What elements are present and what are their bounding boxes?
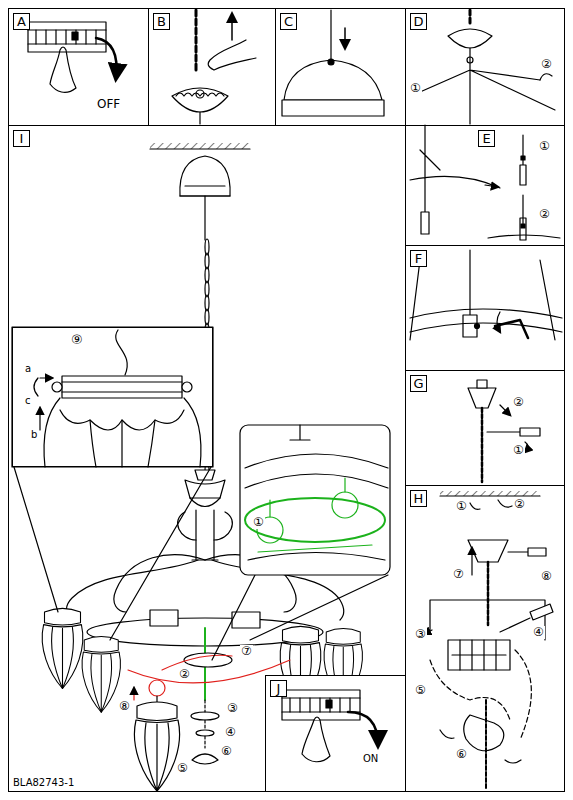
callout-number: ⑦ <box>240 645 253 658</box>
step-letter: J <box>270 680 287 697</box>
callout-number: ③ <box>226 702 239 715</box>
step-panel: A <box>8 8 149 126</box>
step-panel: J <box>265 675 406 792</box>
callout-number: ④ <box>532 626 545 639</box>
callout-number: ① <box>252 516 265 529</box>
label-text: c <box>24 394 32 407</box>
step-letter: G <box>410 375 427 392</box>
detail-inset: ⑨ <box>12 327 213 467</box>
step-letter: I <box>13 130 30 147</box>
callout-number: ⑦ <box>452 568 465 581</box>
step-panel: C <box>275 8 406 126</box>
callout-number: ⑥ <box>455 748 468 761</box>
step-letter: A <box>13 13 30 30</box>
callout-number: ① <box>538 140 551 153</box>
step-letter: ⑨ <box>69 332 85 347</box>
step-panel: B <box>148 8 276 126</box>
step-panel: I ⑨ J <box>8 125 406 792</box>
callout-number: ② <box>540 58 553 71</box>
step-letter: F <box>410 250 427 267</box>
step-letter: B <box>153 13 170 30</box>
callout-number: ② <box>178 668 191 681</box>
label-text: ON <box>362 752 379 765</box>
callout-number: ⑥ <box>220 745 233 758</box>
label-text: OFF <box>96 98 121 111</box>
callout-number: ② <box>513 498 526 511</box>
label-text: a <box>24 362 32 375</box>
callout-number: ⑤ <box>176 762 189 775</box>
callout-number: ② <box>538 208 551 221</box>
callout-number: ⑤ <box>414 684 427 697</box>
callout-number: ③ <box>414 628 427 641</box>
callout-number: ① <box>455 500 468 513</box>
label-text: b <box>30 428 38 441</box>
step-letter: H <box>410 490 427 507</box>
callout-number: ① <box>409 82 422 95</box>
callout-number: ① <box>512 444 525 457</box>
callout-number: ② <box>512 396 525 409</box>
callout-number: ④ <box>224 726 237 739</box>
callout-number: BLA82743-1 <box>12 776 75 789</box>
step-panel: G <box>405 370 565 486</box>
step-letter: D <box>410 13 427 30</box>
callout-number: ⑧ <box>540 570 553 583</box>
callout-number: ⑧ <box>118 700 131 713</box>
step-letter: E <box>478 130 495 147</box>
step-panel: F <box>405 245 565 371</box>
step-letter: C <box>280 13 297 30</box>
